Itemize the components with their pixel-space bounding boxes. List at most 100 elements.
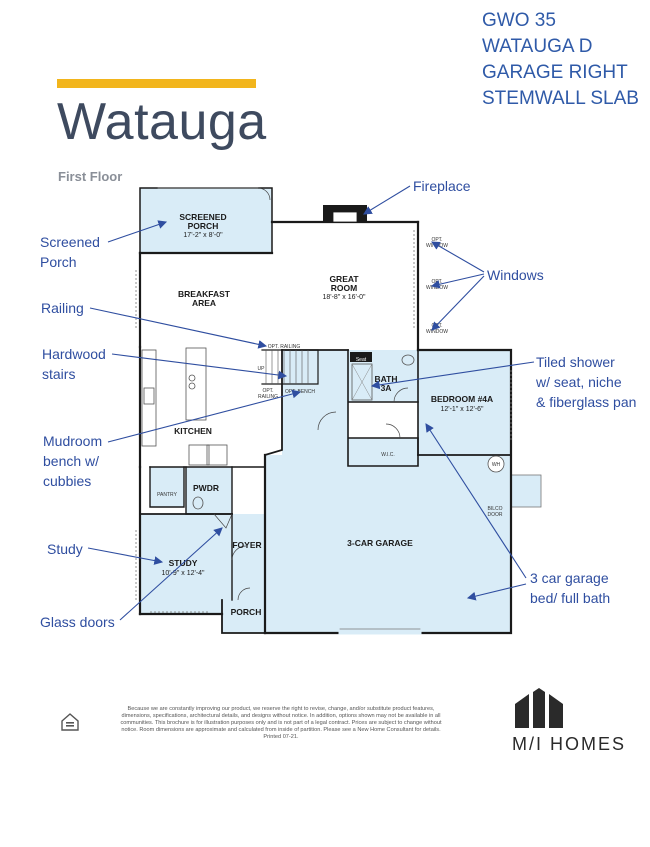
great-room-label: ROOM: [331, 283, 357, 293]
foyer-fill: [232, 514, 265, 600]
seat-label: Seat: [356, 357, 367, 363]
callout-arrows: [87, 185, 535, 621]
arrow-mudroom: [107, 389, 302, 443]
garage-fill: [265, 455, 511, 633]
wic-fill: [348, 438, 418, 466]
opt-window-label: WINDOW: [426, 329, 448, 335]
callout-line: Hardwood: [42, 346, 106, 362]
code-line: GARAGE RIGHT: [482, 62, 628, 83]
great-room-dim: 18'-8" x 16'-0": [322, 294, 366, 301]
callout-glass-doors: Glass doors: [40, 614, 115, 630]
plan-code-block: GWO 35 WATAUGA D GARAGE RIGHT STEMWALL S…: [482, 8, 639, 112]
mudroom-fill: [282, 350, 348, 455]
arrow-garage-1: [425, 423, 527, 579]
code-line: STEMWALL SLAB: [482, 88, 639, 109]
callout-line: w/ seat, niche: [536, 374, 622, 390]
bilco-door-label: BILCO: [487, 506, 502, 512]
water-heater-label: WH: [492, 462, 501, 468]
callout-line: Screened: [40, 234, 100, 250]
callout-line: stairs: [42, 366, 76, 382]
callout-hardwood-stairs: Hardwood stairs: [42, 344, 106, 384]
powder-label: PWDR: [193, 483, 219, 493]
callout-garage-bed: 3 car garage bed/ full bath: [530, 568, 610, 608]
shower-x: [351, 363, 373, 401]
porch-fill: [222, 600, 265, 633]
opt-window-label: WINDOW: [426, 243, 448, 249]
brand-name: M/I HOMES: [512, 734, 627, 754]
arrow-railing: [89, 307, 268, 349]
code-line: WATAUGA D: [482, 36, 593, 57]
powder-toilet: [192, 496, 204, 510]
door-swings: [213, 187, 409, 601]
kitchen-cabinets: [141, 347, 228, 466]
opt-railing-side-label: OPT.: [262, 388, 273, 394]
opt-railing-side-label: RAILING: [258, 394, 278, 400]
arrow-study: [87, 547, 164, 565]
bedroom-label: BEDROOM #4A: [431, 394, 493, 404]
callout-fireplace: Fireplace: [413, 178, 471, 194]
opt-window-label: WINDOW: [426, 285, 448, 291]
accent-bar: [57, 79, 256, 88]
pantry-fill: [150, 467, 184, 507]
garage-top: [263, 349, 283, 457]
opt-bench-label: OPT. BENCH: [285, 389, 315, 395]
opt-railing-label: OPT. RAILING: [268, 344, 301, 350]
foyer-label: FOYER: [232, 540, 261, 550]
windows: [135, 230, 512, 613]
opt-window-label: OPT.: [431, 237, 442, 243]
porch-label: PORCH: [231, 607, 262, 617]
pantry-walls: [149, 466, 185, 508]
fireplace-hearth: [332, 211, 358, 223]
bath-label: BATH: [375, 374, 398, 384]
arrow-shower: [370, 361, 535, 390]
bedroom-dim: 12'-1" x 12'-6": [440, 406, 484, 413]
up-label: UP: [258, 366, 266, 372]
arrow-glass-doors: [119, 527, 223, 621]
water-heater: [487, 455, 505, 473]
floor-label: First Floor: [58, 169, 123, 184]
porch-left: [221, 599, 266, 634]
shower-seat: [350, 352, 372, 362]
screened-porch-label: PORCH: [188, 221, 219, 231]
callout-line: bench w/: [43, 453, 100, 469]
legal-disclaimer: Because we are constantly improving our …: [120, 706, 442, 740]
kitchen-label: KITCHEN: [174, 426, 212, 436]
toilet: [401, 354, 415, 366]
callout-windows: Windows: [487, 267, 544, 283]
plan-title: Watauga: [57, 93, 267, 151]
study-dim: 10'-9" x 12'-4": [161, 570, 205, 577]
callout-line: cubbies: [43, 473, 92, 489]
callout-line: Tiled shower: [536, 354, 615, 370]
arrow-fireplace: [363, 185, 411, 215]
arrow-windows-3: [431, 275, 485, 331]
callout-line: 3 car garage: [530, 570, 609, 586]
callout-tiled-shower: Tiled shower w/ seat, niche & fiberglass…: [536, 352, 636, 412]
stair-treads: [265, 350, 309, 384]
garage-label: 3-CAR GARAGE: [347, 538, 413, 548]
callout-railing: Railing: [41, 300, 84, 316]
arrow-windows-1: [431, 241, 485, 273]
patio-fill: [510, 474, 542, 508]
wic-label: W.I.C.: [381, 452, 395, 458]
mi-homes-logo-icon: [515, 688, 563, 728]
equal-housing-icon: [61, 713, 79, 731]
arrow-windows-2: [430, 273, 485, 289]
bilco-door-label: DOOR: [488, 512, 503, 518]
great-room-label: GREAT: [329, 274, 359, 284]
pantry-label: PANTRY: [157, 492, 177, 498]
callout-line: Mudroom: [43, 433, 103, 449]
callout-line: & fiberglass pan: [536, 394, 637, 410]
code-line: GWO 35: [482, 10, 556, 31]
arrow-screened-porch: [107, 220, 168, 243]
breakfast-label: AREA: [192, 298, 216, 308]
screened-porch-label: SCREENED: [179, 212, 226, 222]
callout-mudroom: Mudroom bench w/ cubbies: [43, 431, 102, 491]
callout-line: Porch: [40, 254, 77, 270]
bath-label: 3A: [381, 383, 392, 393]
callout-line: bed/ full bath: [530, 590, 611, 606]
arrow-garage-2: [466, 583, 527, 601]
breakfast-label: BREAKFAST: [178, 289, 231, 299]
callout-screened-porch: Screened Porch: [40, 232, 100, 272]
arrow-stairs: [111, 353, 288, 380]
